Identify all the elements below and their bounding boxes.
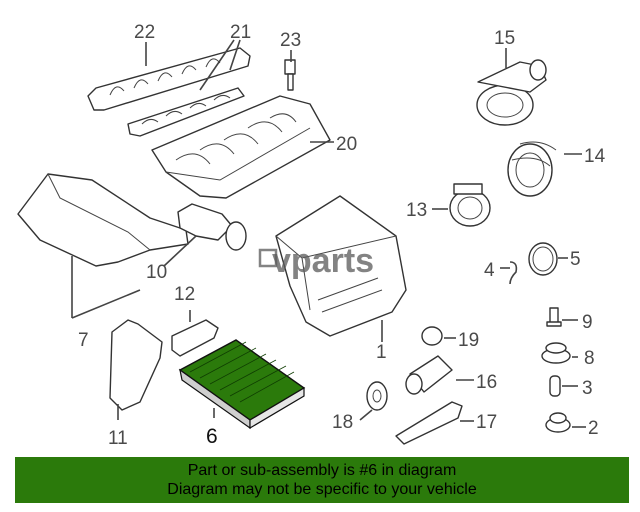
footer-line-2: Diagram may not be specific to your vehi… — [167, 481, 477, 498]
callout-8: 8 — [584, 348, 595, 369]
part-4-clip — [509, 261, 518, 285]
callout-21: 21 — [230, 22, 251, 43]
part-20-intake-manifold — [151, 95, 331, 199]
callout-12: 12 — [174, 284, 195, 305]
callout-13: 13 — [406, 200, 427, 221]
callout-10: 10 — [146, 262, 167, 283]
part-1-housing — [275, 195, 407, 337]
callout-15: 15 — [494, 28, 515, 49]
leader-lines — [71, 39, 586, 428]
part-17-bracket — [395, 401, 463, 445]
part-7-air-duct — [17, 173, 189, 267]
callout-22: 22 — [134, 22, 155, 43]
callout-20: 20 — [336, 134, 357, 155]
part-11-bracket — [109, 319, 163, 411]
part-5-seal — [528, 242, 558, 276]
callout-17: 17 — [476, 412, 497, 433]
callouts: 1 2 3 4 5 6 7 8 9 10 11 12 13 14 15 16 1… — [78, 22, 606, 449]
part-3-bushing — [549, 375, 561, 397]
part-19-grommet — [421, 326, 443, 346]
part-6-air-filter — [178, 339, 306, 430]
callout-11: 11 — [108, 428, 128, 449]
part-23-sensor — [284, 59, 296, 91]
callout-18: 18 — [332, 412, 353, 433]
callout-19: 19 — [458, 330, 479, 351]
part-9-screw — [546, 307, 562, 327]
callout-9: 9 — [582, 312, 593, 333]
callout-5: 5 — [570, 249, 581, 270]
callout-23: 23 — [280, 30, 301, 51]
part-13-maf — [449, 183, 491, 227]
callout-3: 3 — [582, 378, 593, 399]
callout-4: 4 — [484, 260, 495, 281]
vparts-watermark: vparts — [258, 242, 374, 280]
part-21-gasket — [127, 87, 245, 137]
part-18-bushing — [366, 381, 388, 411]
part-15-intake-boot — [476, 59, 547, 126]
callout-1: 1 — [376, 342, 387, 363]
part-10-hose — [177, 203, 247, 251]
part-8-grommet — [541, 342, 571, 364]
part-12-bracket — [171, 319, 219, 357]
callout-14: 14 — [584, 146, 606, 167]
callout-7: 7 — [78, 330, 89, 351]
callout-2: 2 — [588, 418, 599, 439]
part-22-gasket — [87, 47, 251, 111]
callout-16: 16 — [476, 372, 497, 393]
part-14-boot — [507, 141, 557, 197]
callout-6: 6 — [206, 425, 218, 448]
part-2-mount — [545, 412, 571, 433]
footer-line-1: Part or sub-assembly is #6 in diagram — [187, 462, 457, 479]
watermark-text: vparts — [272, 242, 374, 280]
footer-banner: Part or sub-assembly is #6 in diagram Di… — [15, 457, 629, 503]
part-16-valve — [405, 355, 453, 395]
